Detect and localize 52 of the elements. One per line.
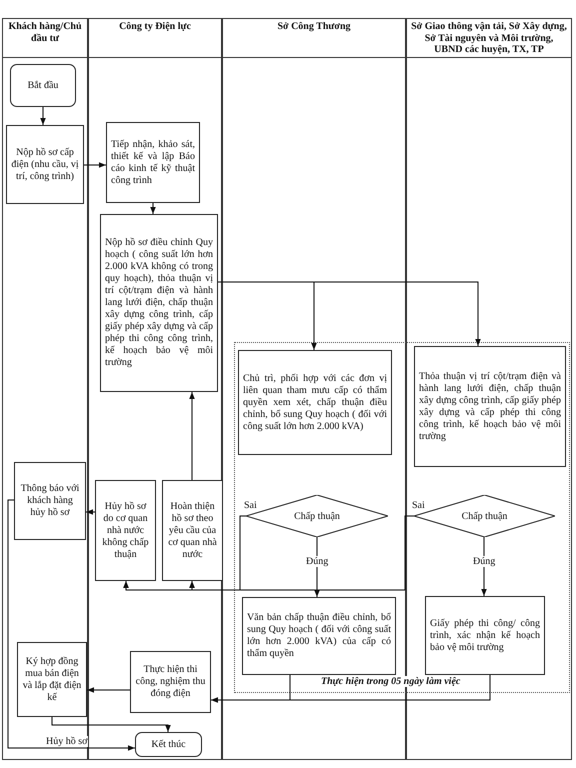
terminal-box	[135, 732, 202, 757]
step-text: Thực hiện thi công, nghiệm thu đóng điện	[135, 664, 206, 700]
edge-label: Sai	[243, 500, 258, 511]
lane-header: Khách hàng/Chủ đầu tư	[3, 19, 87, 58]
step-text: Kết thúc	[150, 738, 187, 750]
edge-label: Hủy hồ sơ	[45, 736, 88, 747]
step-text: Giấy phép thi công/ công trình, xác nhận kế hoạch bảo vệ môi trường	[430, 618, 540, 654]
step-text: Bắt đầu	[26, 80, 60, 92]
step-text: Hoàn thiện hồ sơ theo yêu cầu của cơ quan nhà nước	[167, 500, 218, 560]
process-box	[130, 651, 211, 713]
arrow	[8, 500, 136, 751]
process-box	[414, 346, 566, 467]
step-text: Thỏa thuận vị trí cột/trạm điện và hành lang lưới điện, chấp thuận xây dựng công trình, cấp giấy phép xây dựng và cấp phép thi công công trình, kế hoạch bảo vệ môi trường	[419, 370, 561, 442]
edge-label: Đúng	[472, 556, 496, 567]
lane-header: Sở Công Thương	[223, 19, 405, 58]
arrow	[210, 674, 490, 703]
step-text: Thông báo với khách hàng hủy hồ sơ	[20, 483, 80, 519]
group-caption: Thực hiện trong 05 ngày làm việc	[319, 676, 462, 687]
lane-header: Công ty Điện lực	[89, 19, 221, 58]
arrow	[86, 509, 96, 515]
process-box	[425, 596, 545, 675]
decision-diamond	[414, 495, 555, 537]
process-box	[106, 122, 200, 203]
arrow	[86, 687, 130, 693]
process-box	[162, 480, 223, 581]
lane-header: Sở Giao thông vận tải, Sở Xây dựng, Sở Tài nguyên và Môi trường, UBND các huyện, TX, TP	[407, 19, 571, 58]
step-text: Tiếp nhận, khảo sát, thiết kế và lập Báo cáo kinh tế kỹ thuật công trình	[111, 138, 195, 186]
process-box	[238, 350, 392, 455]
arrow	[150, 202, 156, 214]
step-text: Chủ trì, phối hợp với các đơn vị liên quan tham mưu cấp có thẩm quyền xem xét, chấp thuận điều chỉnh, bổ sung Quy hoạch ( đối với công suất lớn hơn 2.000 kVA)	[243, 372, 387, 432]
process-box	[95, 480, 156, 581]
arrow	[84, 162, 106, 168]
step-text: Ký hợp đồng mua bán điện và lắp đặt điện kế	[22, 656, 82, 704]
step-text: Nộp hồ sơ điều chỉnh Quy hoạch ( công suất lớn hơn 2.000 kVA không có trong quy hoạch), thỏa thuận vị trí cột/trạm điện và hành lang lưới điện, chấp thuận xây dựng công trình, cấp giấy phép xây dựng và cấp phép thi công công trình, kế hoạch bảo vệ môi trường	[105, 237, 213, 369]
process-box	[242, 597, 396, 675]
dashed-group-box	[234, 342, 570, 693]
step-text: Văn bản chấp thuận điều chỉnh, bổ sung Quy hoạch ( đối với công suất lớn hơn 2.000 kVA) của cấp có thẩm quyền	[247, 612, 391, 660]
step-text: Chấp thuận	[294, 510, 340, 522]
step-text: Hủy hồ sơ do cơ quan nhà nước không chấp thuận	[101, 500, 150, 560]
step-text: Nộp hồ sơ cấp điện (nhu cầu, vị trí, công trình)	[11, 146, 79, 182]
terminal-box	[10, 64, 76, 107]
arrow	[52, 716, 171, 732]
process-box	[6, 125, 84, 204]
arrow	[189, 392, 195, 480]
decision-diamond	[246, 495, 388, 537]
arrow	[40, 106, 46, 126]
process-box	[14, 462, 86, 540]
process-box	[17, 642, 87, 717]
edge-label: Sai	[411, 500, 426, 511]
edge-label: Đúng	[305, 556, 330, 567]
step-text: Chấp thuận	[462, 510, 508, 522]
process-box	[100, 214, 218, 392]
